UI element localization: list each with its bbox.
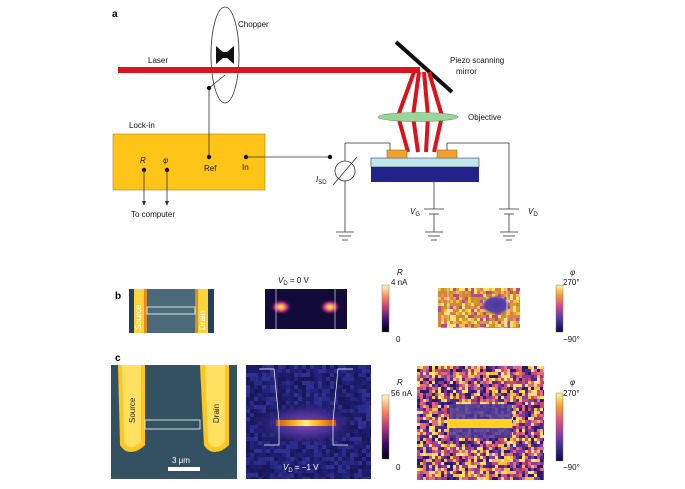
gate-source [424,182,444,241]
mirror-label-2: mirror [456,67,477,76]
r-colorbar-title-b: R [397,268,403,277]
drain-label-b: Drain [198,311,207,330]
chopper-label: Chopper [238,20,269,29]
reflection-image-c [111,365,237,479]
objective-lens [377,112,459,122]
vd-label: VD [528,207,538,218]
laser-label: Laser [148,56,168,65]
r-colorbar-max-b: 4 nA [391,278,408,287]
phi-colorbar-min-c: −90° [563,463,580,472]
photocurrent-map-c [246,365,371,479]
phi-colorbar-max-b: 270° [563,278,580,287]
phase-map-b [438,288,520,328]
reflection-image-b [129,289,214,333]
vd-label-b: VD = 0 V [278,276,309,287]
isd-label: ISD [316,175,327,186]
laser-beam [118,67,420,73]
r-colorbar-c [381,394,390,460]
in-wire [243,154,333,160]
objective-label: Objective [468,113,502,122]
drain-source [446,142,519,241]
scalebar-label-c: 3 μm [172,456,190,465]
source-contact [386,149,408,159]
r-colorbar-min-b: 0 [396,335,401,344]
lockin-r-label: R [140,156,146,165]
lockin-box [112,133,266,191]
panel-a-label: a [112,9,118,20]
vd-label-c: VD = −1 V [283,463,319,474]
source-label-b: Source [134,304,143,330]
reflected-beams [395,71,445,153]
piezo-mirror [394,40,454,94]
phi-colorbar-title-b: φ [570,268,575,277]
lockin-phi-label: φ [163,156,168,165]
r-colorbar-b [381,284,390,333]
substrate [371,167,479,182]
r-colorbar-max-c: 56 nA [391,389,413,398]
phi-colorbar-b [555,284,564,333]
lockin-label: Lock-in [129,121,155,130]
vg-label: VG [410,207,420,218]
drain-label-c: Drain [212,404,221,423]
to-computer-label: To computer [131,210,175,219]
drain-contact [436,149,458,159]
oxide-layer [370,157,480,168]
panel-b-label: b [115,291,121,302]
computer-outputs [141,167,170,206]
panel-c-label: c [115,353,121,364]
source-label-c: Source [128,397,137,423]
r-colorbar-title-c: R [397,378,403,387]
phi-colorbar-c [555,392,564,462]
phase-map-c [417,366,544,480]
phi-colorbar-min-b: −90° [563,335,580,344]
lockin-in-label: In [242,163,249,172]
chopper [208,6,240,104]
lockin-ref-label: Ref [204,164,217,173]
phi-colorbar-max-c: 270° [563,389,580,398]
r-colorbar-min-c: 0 [396,463,401,472]
phi-colorbar-title-c: φ [570,378,575,387]
photocurrent-map-b [265,289,347,329]
mirror-label-1: Piezo scanning [450,56,504,65]
ref-wire [206,85,212,160]
current-meter [332,142,391,241]
